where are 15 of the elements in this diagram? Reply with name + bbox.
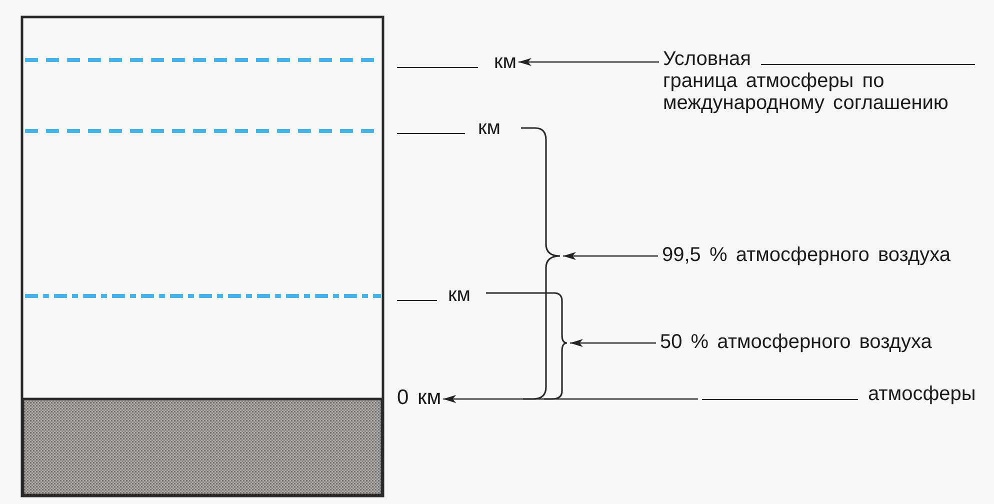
- altitude-label: 0 км: [397, 387, 442, 409]
- callout-text: атмосферы: [868, 383, 976, 405]
- arrow: [443, 395, 698, 403]
- callout-text: 50 % атмосферного воздуха: [660, 331, 932, 353]
- unit-label: км: [478, 117, 500, 139]
- callout-text: 99,5 % атмосферного воздуха: [662, 244, 951, 266]
- unit-label: км: [494, 51, 516, 73]
- arrow: [518, 58, 659, 66]
- unit-label: км: [448, 284, 470, 306]
- curly-brace: [521, 126, 561, 401]
- arrow: [570, 339, 656, 347]
- callout-text: граница атмосферы по международному соглашению: [663, 70, 950, 114]
- arrow: [563, 252, 658, 260]
- curly-brace: [486, 291, 568, 401]
- callout-text: Условная: [663, 48, 752, 70]
